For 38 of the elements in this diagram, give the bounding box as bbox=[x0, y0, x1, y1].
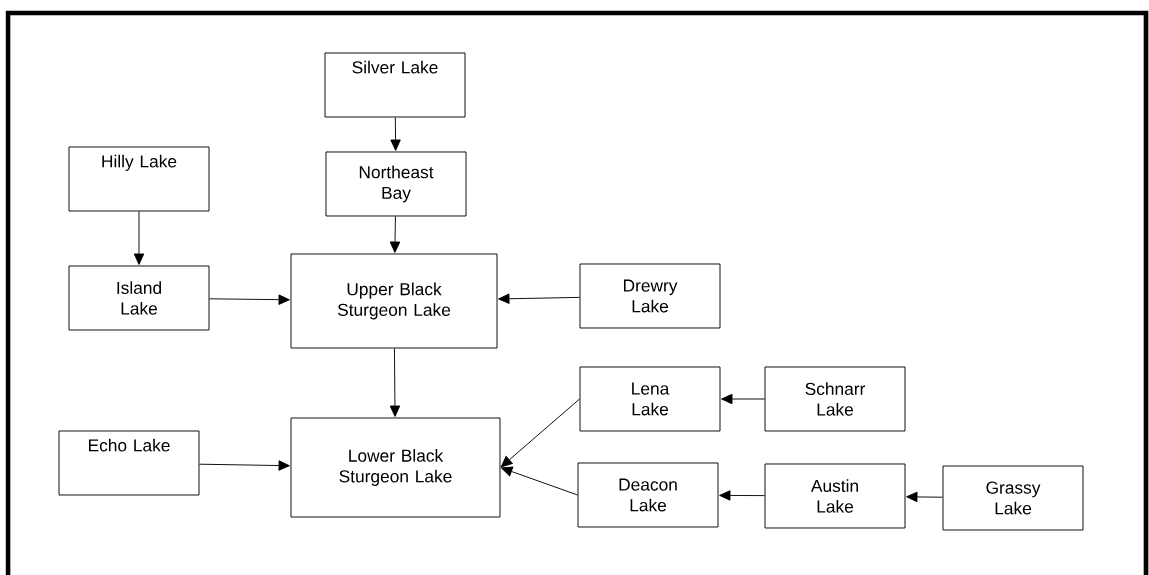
box-label: Northeast Bay bbox=[359, 165, 434, 203]
box-label: Austin Lake bbox=[810, 479, 858, 513]
lake-box bbox=[68, 265, 210, 331]
lake-box bbox=[764, 366, 906, 432]
box-label: Hilly Lake bbox=[102, 154, 177, 171]
box-label: Echo Lake bbox=[89, 438, 170, 452]
arrow bbox=[906, 491, 943, 503]
lake-box bbox=[325, 151, 467, 217]
arrow bbox=[389, 348, 401, 417]
arrow bbox=[199, 460, 290, 471]
arrow bbox=[133, 211, 145, 265]
box-label: Lena Lake bbox=[632, 382, 670, 416]
box-label: Island Lake bbox=[117, 281, 161, 315]
arrow bbox=[500, 398, 580, 468]
arrow bbox=[390, 117, 401, 151]
lake-box bbox=[579, 263, 721, 329]
box-label: Grassy Lake bbox=[986, 481, 1041, 515]
box-label: Deacon Lake bbox=[619, 478, 677, 512]
box-label: Lower Black Sturgeon Lake bbox=[339, 449, 452, 486]
box-label: Schnarr Lake bbox=[805, 382, 866, 416]
box-label: Upper Black Sturgeon Lake bbox=[337, 282, 451, 320]
arrow bbox=[389, 216, 401, 253]
arrow bbox=[501, 466, 578, 496]
lake-box bbox=[942, 465, 1084, 531]
lake-box bbox=[764, 463, 906, 529]
box-label: Drewry Lake bbox=[624, 279, 678, 313]
arrow bbox=[719, 490, 765, 501]
arrow bbox=[209, 294, 290, 305]
lake-box bbox=[290, 253, 498, 349]
lake-box bbox=[290, 417, 501, 518]
arrow bbox=[721, 393, 765, 405]
box-label: Silver Lake bbox=[352, 60, 438, 74]
arrow bbox=[498, 293, 580, 304]
lake-box bbox=[58, 430, 200, 496]
lake-box bbox=[68, 146, 210, 212]
lake-box bbox=[577, 462, 719, 528]
lake-box bbox=[579, 366, 721, 432]
lake-box bbox=[324, 52, 466, 118]
